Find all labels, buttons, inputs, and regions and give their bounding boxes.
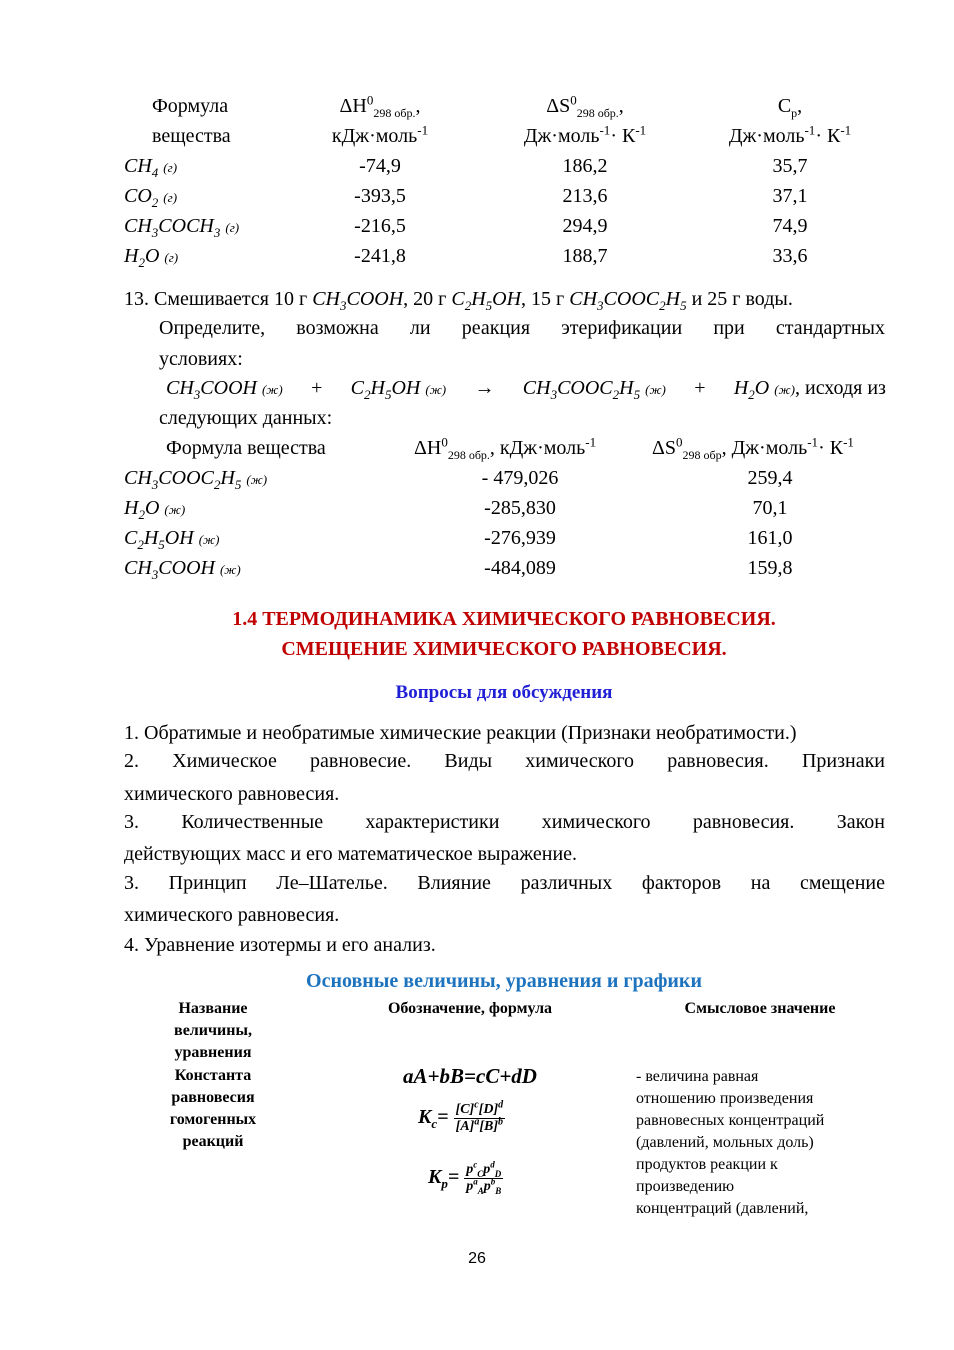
t1-header-ds: ΔS0298 обр., Дж·моль-1· К-1: [523, 92, 647, 147]
t1-row1-ds: 186,2: [562, 155, 608, 177]
t1-header-dh: ΔH0298 обр., кДж·моль-1: [331, 92, 429, 147]
question-4-line2: химического равновесия.: [124, 904, 340, 926]
question-3-line1: 3. Количественные характеристики химичес…: [124, 811, 885, 833]
t2-row4-ds: 159,8: [747, 557, 793, 579]
t1-h1-line1: Формула: [152, 95, 229, 117]
t3-equation: aA+bB=cC+dD: [403, 1064, 537, 1088]
p13-line5: следующих данных:: [159, 407, 333, 429]
t1-row2-dh: -393,5: [354, 185, 406, 207]
t1-row4-formula: H2O (г): [124, 245, 179, 270]
p13-line1: 13. Смешивается 10 г CH3COOH, 20 г C2H5O…: [124, 288, 793, 313]
t1-row2-formula: CO2 (г): [124, 185, 178, 210]
t2-row3-dh: -276,939: [484, 527, 556, 549]
p13-reaction: CH3COOH (ж) + C2H5OH (ж) → CH3COOC2H5 (ж…: [166, 377, 886, 402]
t3-header-formula: Обозначение, формула: [387, 1000, 553, 1017]
basics-title: Основные величины, уравнения и графики: [306, 970, 702, 992]
kp-fraction: pcCpdD paApbB: [464, 1159, 504, 1196]
t1-row1-cp: 35,7: [772, 155, 808, 177]
t3-row1-name: Константа равновесия гомогенных реакций: [169, 1067, 257, 1150]
t2-row3-ds: 161,0: [747, 527, 793, 549]
t1-row3-cp: 74,9: [772, 215, 808, 237]
t1-row1-formula: CH4 (г): [124, 155, 178, 180]
page-number: 26: [468, 1250, 486, 1267]
t2-row4-formula: CH3COOH (ж): [124, 557, 241, 582]
t3-row1-meaning: - величина равная отношению произведения…: [636, 1068, 825, 1217]
t2-row2-formula: H2O (ж): [124, 497, 186, 522]
t1-row2-ds: 213,6: [562, 185, 608, 207]
t1-row2-cp: 37,1: [772, 185, 808, 207]
t3-kp-formula: Kp= pcCpdD paApbB: [428, 1159, 504, 1196]
t1-row1-dh: -74,9: [359, 155, 401, 177]
t1-row4-cp: 33,6: [772, 245, 808, 267]
t2-header-dh: ΔH0298 обр., кДж·моль-1: [414, 434, 597, 462]
kc-fraction: [C]c[D]d [A]a[B]b: [453, 1099, 506, 1134]
section-title-line1: 1.4 ТЕРМОДИНАМИКА ХИМИЧЕСКОГО РАВНОВЕСИЯ…: [232, 608, 776, 630]
p13-line2: Определите, возможна ли реакция этерифик…: [159, 317, 885, 339]
t1-row3-dh: -216,5: [354, 215, 406, 237]
question-2-line1: 2. Химическое равновесие. Виды химическо…: [124, 750, 885, 772]
question-1: 1. Обратимые и необратимые химические ре…: [124, 722, 797, 744]
t2-row1-ds: 259,4: [747, 467, 793, 489]
t2-row3-formula: C2H5OH (ж): [124, 527, 220, 552]
t3-kc-formula: Kc= [C]c[D]d [A]a[B]b: [418, 1099, 506, 1134]
t2-row4-dh: -484,089: [484, 557, 556, 579]
question-4-line1: 3. Принцип Ле–Шателье. Влияние различных…: [124, 872, 885, 894]
t2-row1-dh: - 479,026: [481, 467, 559, 489]
t1-row4-ds: 188,7: [562, 245, 608, 267]
t1-header-cp: Cp, Дж·моль-1· К-1: [728, 95, 852, 147]
questions-title: Вопросы для обсуждения: [395, 682, 613, 703]
question-2-line2: химического равновесия.: [124, 783, 340, 805]
question-3-line2: действующих масс и его математическое вы…: [124, 843, 578, 865]
t3-header-meaning: Смысловое значение: [684, 1000, 836, 1017]
t2-header-ds: ΔS0298 обр, Дж·моль-1· К-1: [652, 434, 854, 462]
t3-header-name: Название величины, уравнения: [174, 1000, 252, 1061]
t2-header-formula: Формула вещества: [166, 437, 326, 459]
t1-h1-line2: вещества: [152, 125, 231, 147]
p13-line3: условиях:: [159, 348, 243, 370]
section-title-line2: СМЕЩЕНИЕ ХИМИЧЕСКОГО РАВНОВЕСИЯ.: [281, 638, 727, 660]
question-5: 4. Уравнение изотермы и его анализ.: [124, 934, 436, 956]
t2-row2-dh: -285,830: [484, 497, 556, 519]
section-title: 1.4 ТЕРМОДИНАМИКА ХИМИЧЕСКОГО РАВНОВЕСИЯ…: [124, 604, 884, 664]
t1-row4-dh: -241,8: [354, 245, 406, 267]
t1-row3-formula: CH3COCH3 (г): [124, 215, 240, 240]
t2-row1-formula: CH3COOC2H5 (ж): [124, 467, 268, 492]
t1-row3-ds: 294,9: [562, 215, 608, 237]
t2-row2-ds: 70,1: [752, 497, 788, 519]
t1-header-formula: Формула вещества: [152, 94, 231, 148]
